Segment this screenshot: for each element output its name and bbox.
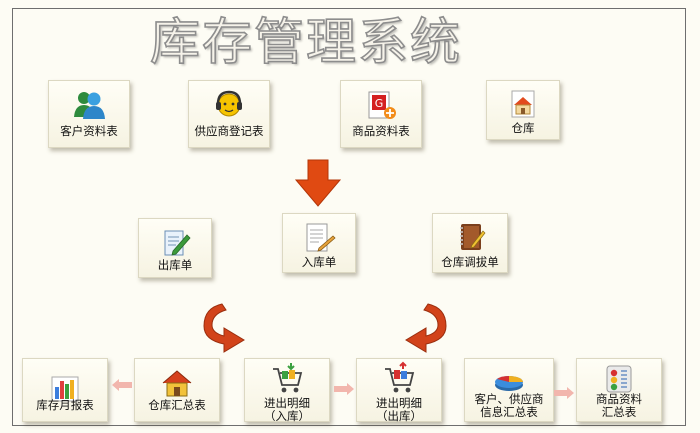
customer-table-label: 客户资料表: [60, 124, 118, 138]
warehouse-button[interactable]: 仓库: [486, 80, 560, 140]
pie-chart-icon: [495, 376, 523, 391]
product-table-label: 商品资料表: [352, 124, 410, 138]
party-summary-button[interactable]: 客户、供应商 信息汇总表: [464, 358, 554, 422]
page-title: 库存管理系统: [149, 12, 462, 72]
monthly-report-label: 库存月报表: [36, 398, 94, 412]
bar-chart-icon: [51, 376, 79, 402]
warehouse-label: 仓库: [511, 121, 535, 135]
warehouse-summary-button[interactable]: 仓库汇总表: [134, 358, 220, 422]
curved-arrow-left: [203, 303, 245, 353]
warehouse-summary-label: 仓库汇总表: [148, 398, 206, 412]
outbound-order-label: 出库单: [157, 258, 193, 272]
customer-table-button[interactable]: 客户资料表: [48, 80, 130, 148]
curved-arrow-right: [405, 303, 447, 353]
write-document-icon: [306, 223, 336, 252]
right-arrow-2: [554, 387, 574, 399]
inbound-order-button[interactable]: 入库单: [282, 213, 356, 273]
product-table-button[interactable]: G 商品资料表: [340, 80, 422, 148]
right-arrow-1: [334, 383, 354, 395]
panel-frame: [12, 8, 686, 426]
traffic-light-icon: [606, 365, 632, 393]
transfer-order-label: 仓库调拔单: [441, 255, 499, 269]
edit-document-icon: [164, 230, 191, 256]
support-agent-icon: [216, 90, 242, 117]
users-icon: [74, 92, 105, 119]
svg-text:G: G: [375, 97, 384, 110]
left-arrow-1: [112, 379, 132, 391]
product-summary-label: 商品资料 汇总表: [596, 392, 642, 419]
product-icon: G: [368, 91, 396, 119]
detail-inbound-button[interactable]: 进出明细 （入库）: [244, 358, 330, 423]
warehouse-summary-icon: [162, 370, 192, 397]
detail-inbound-label: 进出明细 （入库）: [264, 396, 310, 423]
supplier-register-label: 供应商登记表: [194, 124, 264, 138]
down-flow-arrow: [294, 159, 342, 207]
notebook-icon: [460, 224, 486, 250]
detail-outbound-label: 进出明细 （出库）: [376, 396, 422, 423]
monthly-report-button[interactable]: 库存月报表: [22, 358, 108, 422]
supplier-register-button[interactable]: 供应商登记表: [188, 80, 270, 148]
transfer-order-button[interactable]: 仓库调拔单: [432, 213, 508, 273]
house-icon: [511, 90, 535, 118]
detail-outbound-button[interactable]: 进出明细 （出库）: [356, 358, 442, 423]
cart-in-icon: [273, 363, 303, 393]
outbound-order-button[interactable]: 出库单: [138, 218, 212, 278]
cart-out-icon: [385, 361, 415, 393]
product-summary-button[interactable]: 商品资料 汇总表: [576, 358, 662, 422]
inbound-order-label: 入库单: [301, 255, 337, 269]
party-summary-label: 客户、供应商 信息汇总表: [474, 392, 544, 419]
